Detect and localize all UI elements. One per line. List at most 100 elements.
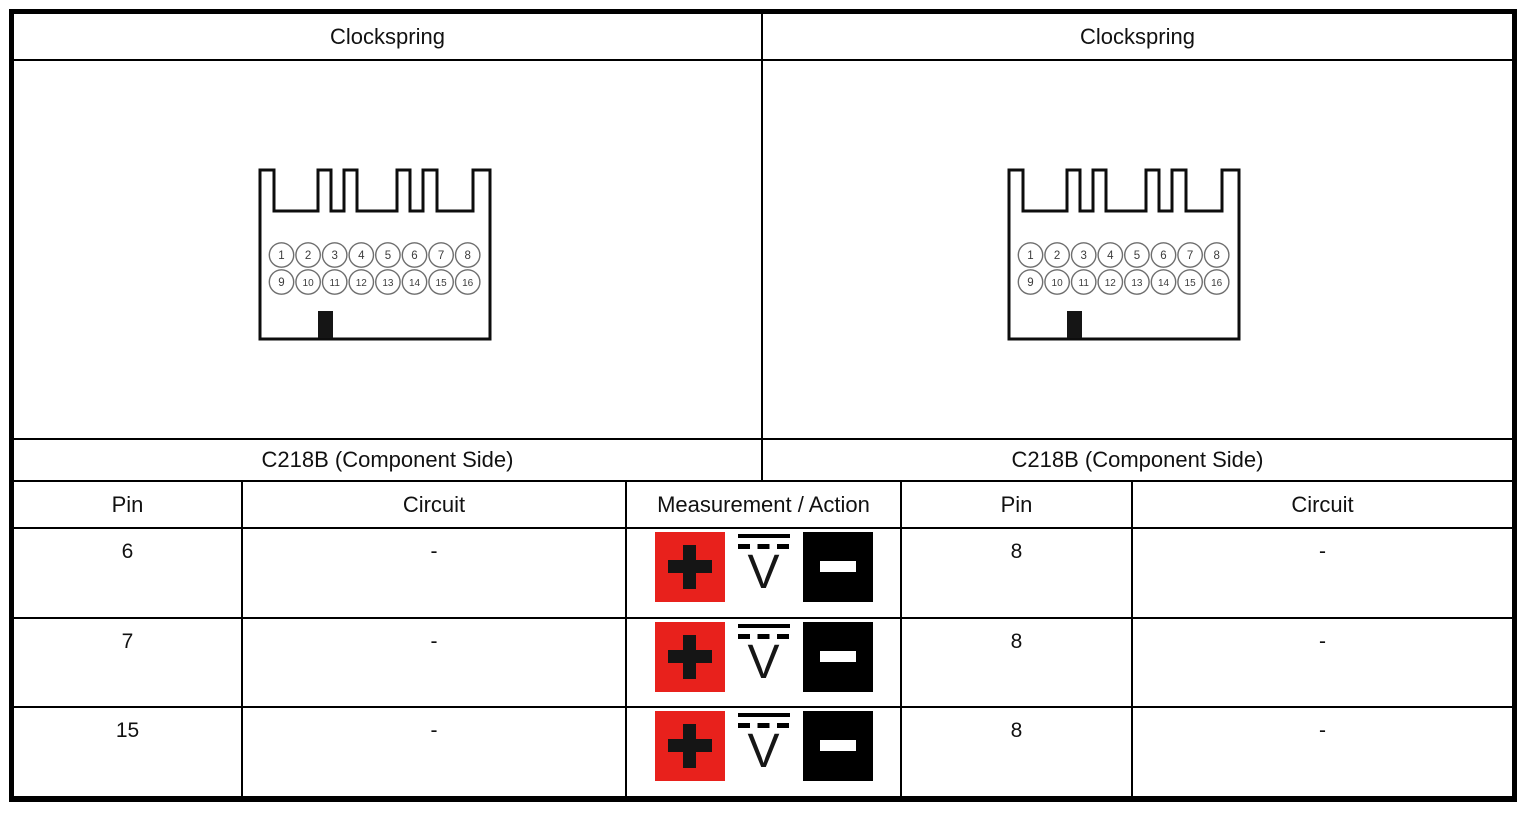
pin-number: 13 (382, 278, 394, 289)
voltmeter-v-label: V (747, 546, 780, 599)
pin-number: 3 (1080, 250, 1086, 262)
pin-circle (428, 242, 455, 268)
pin-circle (1044, 269, 1070, 295)
circuit-left-value: - (243, 708, 627, 797)
positive-probe-icon (654, 532, 725, 602)
pin-circle (1017, 269, 1044, 295)
column-header-circuit-right: Circuit (1291, 491, 1354, 517)
measurement-action-icons: V (627, 529, 902, 617)
positive-probe-icon (654, 711, 725, 782)
pin-number: 14 (1158, 278, 1170, 289)
column-header-pin-right: Pin (902, 482, 1133, 527)
pin-number: 8 (1213, 250, 1219, 262)
pin-circle (1177, 269, 1204, 295)
connector-housing-outline (258, 168, 492, 341)
pin-circle (1070, 242, 1097, 268)
pin-circle (1177, 242, 1204, 268)
pin-circle (268, 242, 295, 268)
connector-key-tab (318, 311, 333, 338)
column-header-pin-left: Pin (14, 482, 243, 527)
pin-circle (1123, 242, 1150, 268)
column-header-circuit-left: Circuit (243, 482, 627, 527)
pin-number: 10 (1052, 278, 1064, 289)
voltmeter-v-label: V (747, 635, 780, 689)
pin-circle (1097, 242, 1124, 268)
negative-probe-icon (802, 532, 873, 602)
pin-circle (348, 242, 375, 268)
voltmeter-dashed-line (737, 723, 790, 729)
pin-right-value: 8 (902, 529, 1133, 617)
pin-number: 16 (1211, 278, 1223, 289)
pin-circle (1150, 242, 1177, 268)
pin-number: 7 (438, 250, 444, 262)
pin-circle (1203, 269, 1230, 295)
circuit-right-value: - (1319, 540, 1326, 563)
pin-number: 4 (358, 250, 365, 262)
pin-number: 7 (1187, 250, 1193, 262)
voltmeter-dashed-line (737, 633, 790, 639)
pin-circle (321, 269, 348, 295)
pin-number: 5 (1134, 250, 1140, 262)
circuit-right-value: - (1319, 629, 1326, 653)
connector-housing-outline (1007, 168, 1241, 341)
voltmeter-solid-line (737, 713, 790, 718)
pin-circle (268, 269, 295, 295)
connector-label-left: C218B (Component Side) (261, 447, 514, 472)
voltmeter-v-label: V (747, 725, 780, 779)
pin-right-value: 8 (902, 708, 1133, 797)
measurement-action-icons: V (627, 618, 902, 707)
pin-number: 11 (1079, 278, 1090, 289)
pin-number: 10 (303, 278, 315, 289)
pin-left-value: 7 (14, 618, 243, 707)
connector-title-cell-right: Clockspring (763, 14, 1512, 59)
pin-circle (1097, 269, 1124, 295)
pin-number: 2 (1054, 250, 1060, 262)
pin-circle (454, 269, 481, 295)
pin-number: 16 (462, 278, 474, 289)
circuit-right-value: - (1319, 719, 1326, 743)
pin-left-value: 6 (14, 529, 243, 617)
connector-title-row: Clockspring Clockspring (14, 14, 1512, 61)
pin-circle (1070, 269, 1097, 295)
pin-number: 2 (305, 250, 311, 262)
pin-circle (1123, 269, 1150, 295)
pin-number: 1 (278, 250, 284, 262)
connector-label-row: C218B (Component Side) C218B (Component … (14, 440, 1512, 482)
connector-title-cell-left: Clockspring (14, 14, 763, 59)
connector-key-tab (1067, 311, 1082, 338)
pin-circle (374, 269, 401, 295)
pin-circle (1044, 242, 1070, 268)
connector-label-right: C218B (Component Side) (1011, 447, 1264, 472)
pin-number: 5 (385, 250, 391, 262)
pin-number: 15 (436, 278, 448, 289)
pin-number: 12 (356, 278, 368, 289)
negative-probe-icon (802, 621, 873, 692)
connector-title-left: Clockspring (330, 23, 445, 49)
pin-number: 4 (1107, 250, 1114, 262)
pin-number: 13 (1131, 278, 1143, 289)
pin-circle (295, 242, 321, 268)
pin-circle (321, 242, 348, 268)
dc-voltmeter-icon: V (737, 622, 790, 692)
negative-probe-icon (802, 711, 873, 782)
connector-label-cell-right: C218B (Component Side) (763, 440, 1512, 480)
pin-number: 1 (1027, 250, 1033, 262)
pin-circle (348, 269, 375, 295)
dc-voltmeter-icon: V (737, 711, 790, 781)
pin-number: 11 (330, 278, 341, 289)
pin-left-value: 15 (14, 708, 243, 797)
pin-number: 9 (1027, 277, 1033, 289)
dc-voltmeter-icon: V (737, 532, 790, 602)
voltmeter-solid-line (737, 534, 790, 538)
pin-circle (401, 269, 428, 295)
column-header-measurement-action: Measurement / Action (627, 482, 902, 527)
pin-circle (1203, 242, 1230, 268)
pin-number: 14 (409, 278, 421, 289)
